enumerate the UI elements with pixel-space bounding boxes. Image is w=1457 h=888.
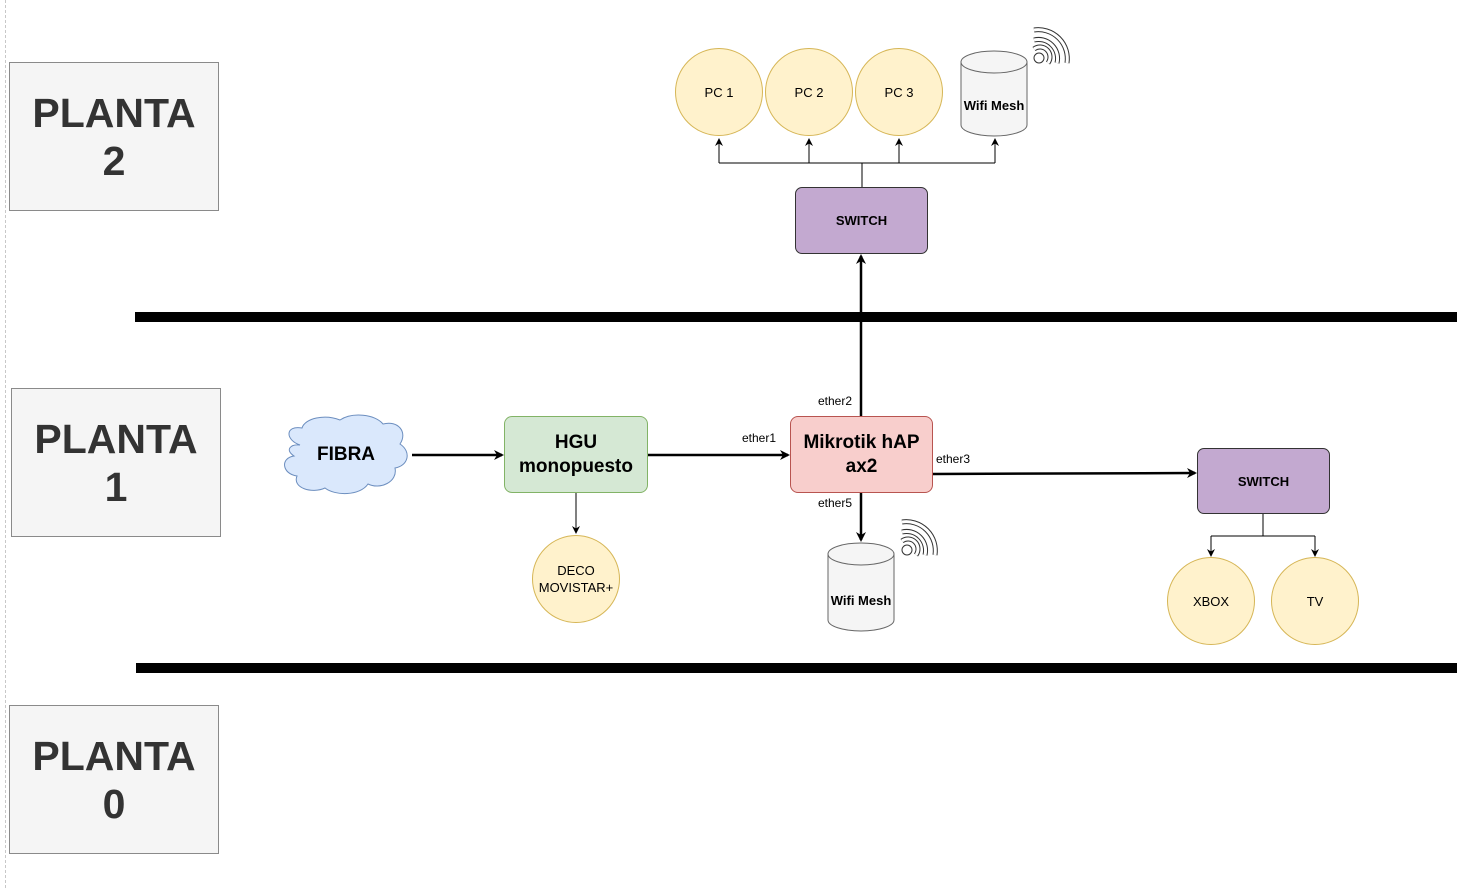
floor-label-number: 1: [104, 463, 128, 510]
switch-top-label: SWITCH: [835, 213, 888, 228]
device-pc-3: PC 3: [855, 48, 943, 136]
port-label-ether5: ether5: [818, 496, 853, 510]
port-label-ether3: ether3: [936, 452, 971, 466]
switch-right-label: SWITCH: [1237, 473, 1290, 489]
deco-label-line1: DECO: [557, 563, 595, 578]
floor-label-number: 0: [102, 780, 126, 827]
top-switch-fanout: [715, 138, 999, 187]
pc-1-label: PC 1: [704, 84, 734, 100]
switch-right: SWITCH: [1197, 448, 1330, 514]
deco-label-line2: MOVISTAR+: [538, 580, 614, 595]
device-deco-movistar: DECO MOVISTAR+: [532, 535, 620, 623]
right-switch-fanout: [1207, 514, 1319, 557]
port-label-ether2: ether2: [818, 394, 853, 408]
pc-3-label: PC 3: [884, 84, 914, 100]
pc-2-label: PC 2: [794, 84, 824, 100]
page-guide-line: [5, 0, 6, 888]
wifi-mesh-bottom-label: Wifi Mesh: [831, 593, 892, 608]
link-mikrotik-switch-right: [932, 468, 1197, 479]
fibra-label: FIBRA: [317, 444, 375, 465]
floor-divider-upper: [135, 312, 1457, 322]
wifi-mesh-bottom: Wifi Mesh: [827, 542, 895, 632]
floor-label-number: 2: [102, 137, 126, 184]
switch-top: SWITCH: [795, 187, 928, 254]
wifi-mesh-top-label: Wifi Mesh: [964, 98, 1025, 113]
floor-divider-lower: [136, 663, 1457, 673]
tv-label: TV: [1306, 593, 1324, 609]
device-pc-1: PC 1: [675, 48, 763, 136]
floor-label-word: PLANTA: [32, 89, 196, 136]
floor-label-word: PLANTA: [34, 415, 198, 462]
mikrotik-label-line2: ax2: [845, 455, 878, 477]
hgu-label-line2: monopuesto: [519, 455, 633, 477]
wifi-signal-icon: [900, 519, 938, 557]
mikrotik-router: Mikrotik hAP ax2: [790, 416, 933, 493]
device-tv: TV: [1271, 557, 1359, 645]
mikrotik-label-line1: Mikrotik hAP: [803, 431, 920, 453]
wifi-mesh-top: Wifi Mesh: [960, 50, 1028, 137]
floor-label-word: PLANTA: [32, 732, 196, 779]
xbox-label: XBOX: [1192, 593, 1230, 609]
wifi-signal-icon: [1032, 27, 1070, 65]
hgu-router: HGU monopuesto: [504, 416, 648, 493]
fibra-cloud: FIBRA: [284, 414, 408, 494]
device-xbox: XBOX: [1167, 557, 1255, 645]
device-pc-2: PC 2: [765, 48, 853, 136]
hgu-label-line1: HGU: [554, 431, 598, 453]
port-label-ether1: ether1: [742, 431, 777, 445]
